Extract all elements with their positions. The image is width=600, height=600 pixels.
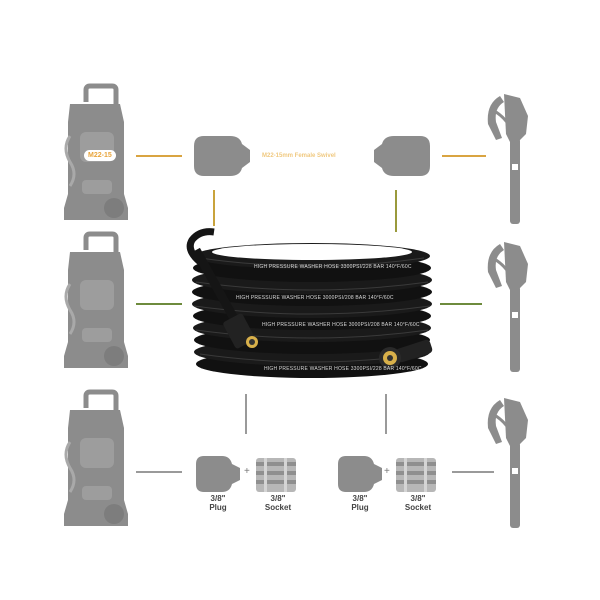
hose-print-2: HIGH PRESSURE WASHER HOSE 3000PSI/208 BA… <box>236 295 394 301</box>
plug-size-left: 3/8" <box>210 494 226 503</box>
pressure-washer-icon-row2 <box>64 234 128 368</box>
hose-coil-image: HIGH PRESSURE WASHER HOSE 3300PSI/228 BA… <box>186 228 433 378</box>
hose-print-1: HIGH PRESSURE WASHER HOSE 3300PSI/228 BA… <box>254 264 412 270</box>
socket-size-left: 3/8" <box>270 494 286 503</box>
female-fitting-icon-right <box>374 136 430 176</box>
socket-size-right: 3/8" <box>410 494 426 503</box>
plug-label-right: 3/8" Plug <box>342 494 378 512</box>
plug-icon-right <box>338 456 382 492</box>
plus-sign-left: + <box>244 466 250 477</box>
plug-name-left: Plug <box>209 503 227 512</box>
plug-size-right: 3/8" <box>352 494 368 503</box>
plus-sign-right: + <box>384 466 390 477</box>
socket-name-left: Socket <box>264 503 292 512</box>
female-fitting-icon-left <box>194 136 250 176</box>
plug-label-left: 3/8" Plug <box>200 494 236 512</box>
spray-gun-icon-row3 <box>486 396 530 530</box>
female-swivel-label: M22-15mm Female Swivel <box>262 153 336 159</box>
plug-name-right: Plug <box>351 503 369 512</box>
spray-gun-icon-row2 <box>486 240 530 374</box>
hose-print-4: HIGH PRESSURE WASHER HOSE 3300PSI/228 BA… <box>264 366 422 372</box>
socket-icon-left <box>256 458 296 492</box>
socket-label-left: 3/8" Socket <box>256 494 300 512</box>
pressure-washer-icon-row3 <box>64 392 128 526</box>
socket-icon-right <box>396 458 436 492</box>
socket-name-right: Socket <box>404 503 432 512</box>
washer-thread-badge: M22-15 <box>84 150 116 161</box>
plug-icon-left <box>196 456 240 492</box>
hose-print-3: HIGH PRESSURE WASHER HOSE 3000PSI/208 BA… <box>262 322 420 328</box>
socket-label-right: 3/8" Socket <box>396 494 440 512</box>
spray-gun-icon-row1 <box>486 92 530 226</box>
